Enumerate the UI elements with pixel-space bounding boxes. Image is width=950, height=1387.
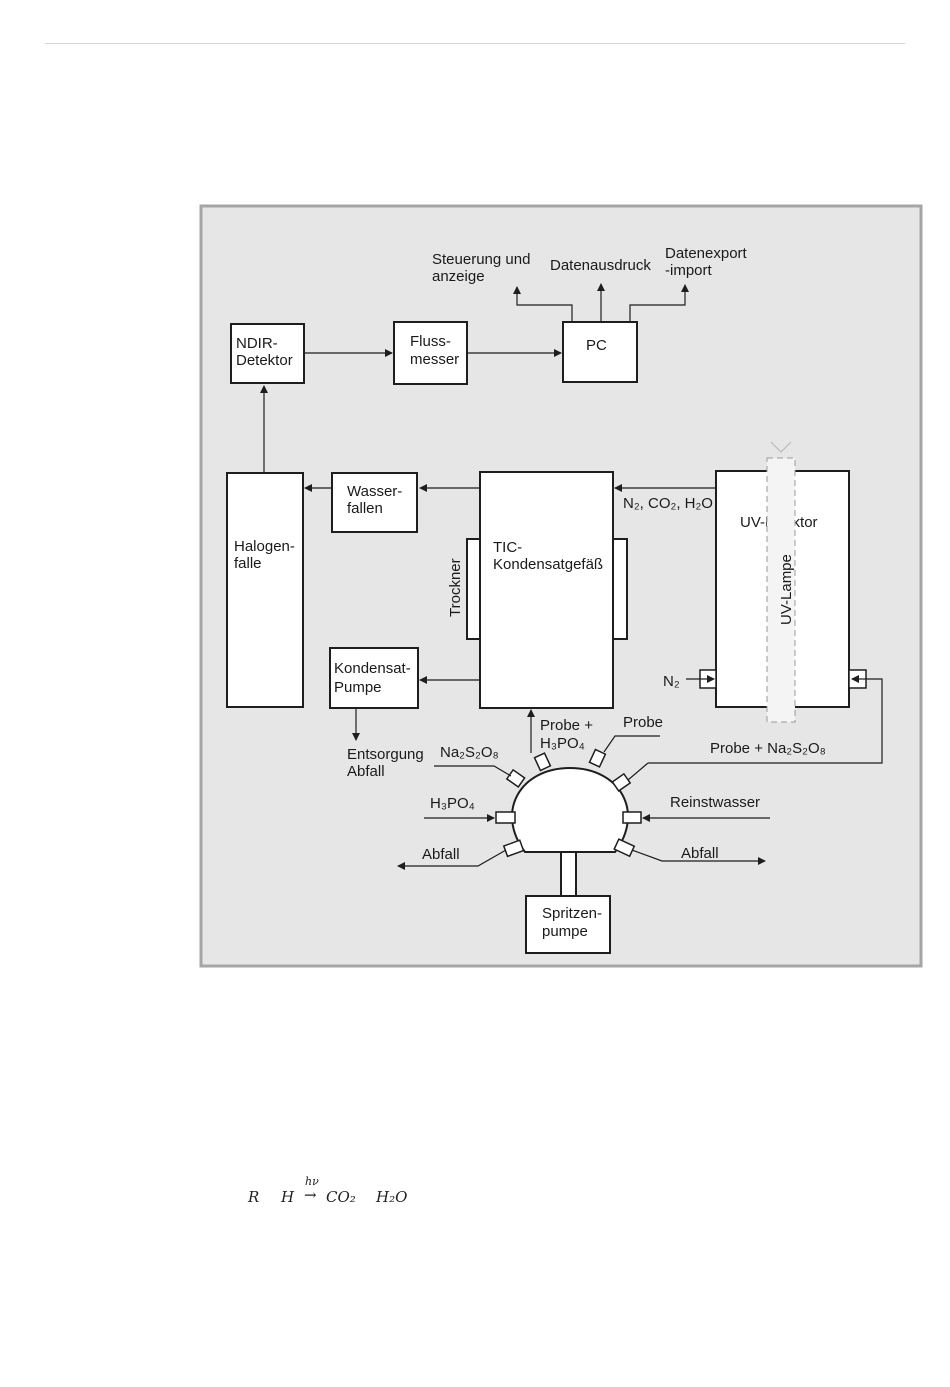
reinstwasser-label: Reinstwasser [670, 794, 760, 811]
n2-label: N₂ [663, 673, 680, 690]
output-label-control: Steuerung und anzeige [432, 251, 535, 285]
halogen-trap-box [226, 472, 304, 708]
arrow-waste-left [397, 849, 507, 870]
dryer-right-part [612, 538, 628, 640]
syringe-pump-label: Spritzen- pumpe [542, 905, 606, 940]
dryer-label: Trockner [447, 558, 464, 617]
flow-meter-label: Fluss- messer [410, 333, 459, 368]
ndir-detector-label: NDIR- Detektor [236, 335, 293, 369]
formula-hv: hν [305, 1175, 319, 1188]
sample-outlet-line [627, 762, 649, 781]
probe-na2s2o8-label: Probe + Na₂S₂O₈ [710, 740, 826, 757]
syringe-connector [560, 851, 577, 897]
waste-left-label: Abfall [422, 846, 460, 863]
arrow-waste-right [631, 849, 766, 865]
uv-lamp-top-mark [770, 441, 792, 453]
ndir-detector-box [230, 323, 305, 384]
reaction-formula: R H hν → CO₂ H₂O [248, 1175, 548, 1218]
condensate-pump-label: Kondensat- Pumpe [334, 660, 415, 696]
tic-vessel-label: TIC- Kondensatgefäß [493, 539, 603, 573]
formula-h: H [281, 1188, 295, 1206]
water-trap-label: Wasser- fallen [347, 483, 406, 517]
na2s2o8-label: Na₂S₂O₈ [440, 744, 499, 761]
dryer-left-part [466, 538, 481, 640]
probe-inlet-line [603, 735, 660, 753]
na2s2o8-inlet-line [434, 765, 512, 777]
condensate-pump-box [329, 647, 419, 709]
gases-label: N₂, CO₂, H₂O [623, 495, 713, 512]
probe-h3po4-label: Probe + H₃PO₄ [540, 717, 597, 752]
tic-vessel-box [479, 471, 614, 709]
uv-lamp-tube [766, 457, 796, 723]
pc-output-lines [513, 283, 689, 322]
pc-label: PC [586, 337, 607, 354]
pc-box [562, 321, 638, 383]
formula-co2: CO₂ [326, 1188, 356, 1206]
formula-h2o: H₂O [376, 1188, 408, 1206]
arrow-sample-to-uv [648, 675, 883, 764]
probe-label: Probe [623, 714, 663, 731]
page-header-rule [45, 43, 905, 44]
water-trap-box [331, 472, 418, 533]
formula-arrow: → [304, 1186, 317, 1204]
output-label-export: Datenexport -import [665, 245, 751, 279]
process-diagram-figure: Steuerung und anzeige Datenausdruck Date… [199, 204, 923, 968]
flow-meter-box [393, 321, 468, 385]
valve-ports [495, 748, 642, 858]
formula-r: R [248, 1188, 260, 1206]
output-label-printout: Datenausdruck [550, 257, 651, 274]
waste-right-label: Abfall [681, 845, 719, 862]
disposal-label: Entsorgung Abfall [347, 746, 428, 780]
halogen-trap-label: Halogen- falle [234, 538, 299, 572]
multiport-valve [511, 766, 629, 853]
h3po4-label: H₃PO₄ [430, 795, 475, 812]
syringe-pump-box [525, 895, 611, 954]
uv-lamp-label: UV-Lampe [778, 554, 795, 625]
